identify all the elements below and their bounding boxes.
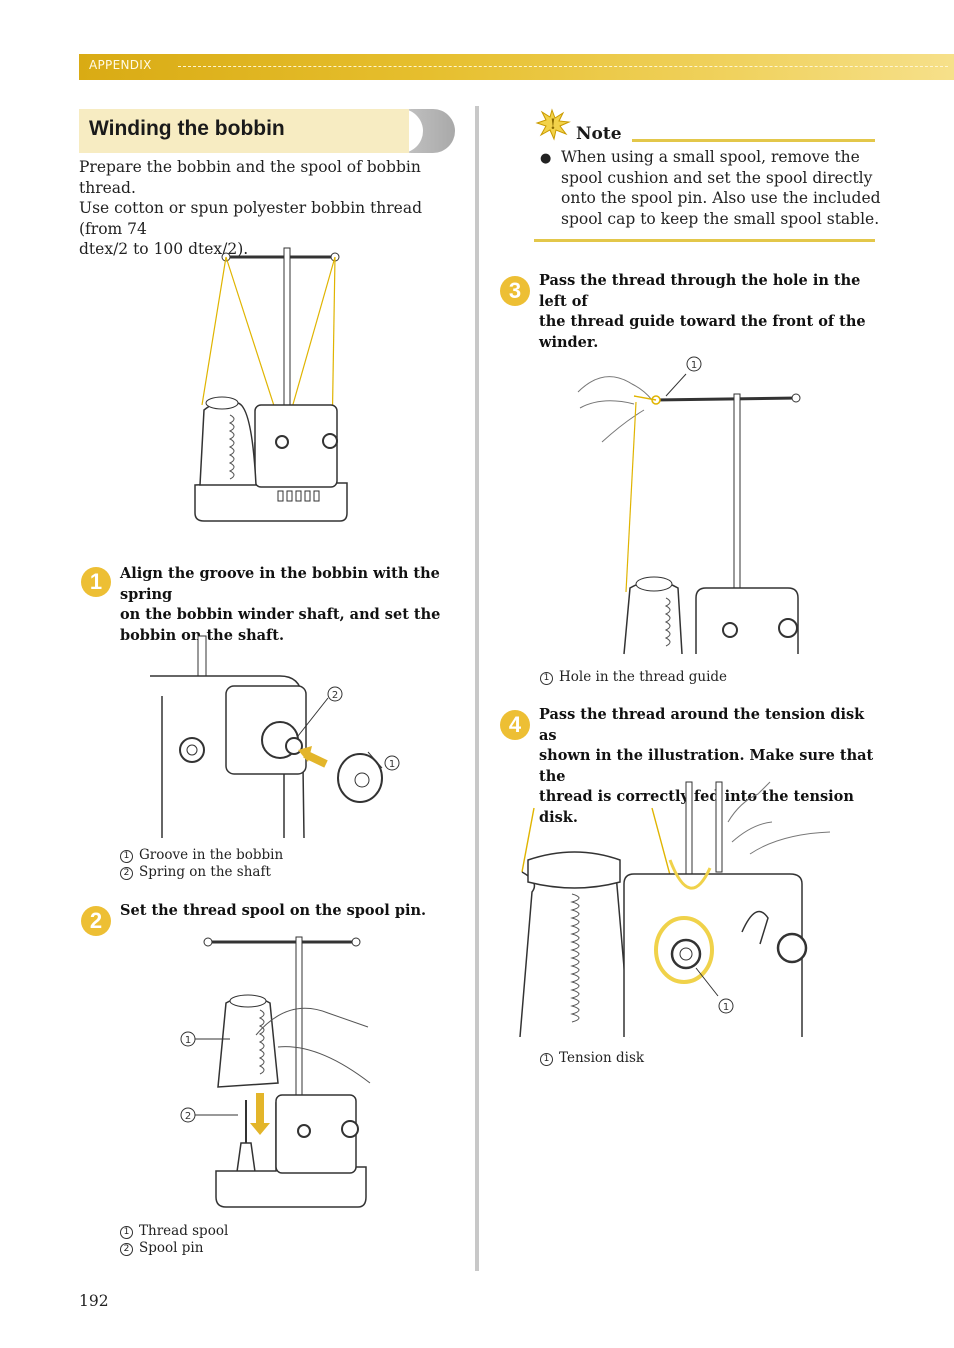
section-heading: Winding the bobbin (79, 109, 455, 153)
header-rule (178, 66, 948, 67)
svg-text:2: 2 (332, 690, 338, 701)
note-text: When using a small spool, remove the spo… (561, 148, 881, 228)
tension-disk-illustration: 1 (519, 781, 831, 1038)
svg-text:2: 2 (185, 1111, 191, 1122)
bobbin-on-shaft-illustration: 2 1 (150, 635, 400, 839)
step-2-number: 2 (81, 906, 111, 936)
column-divider (475, 106, 479, 1271)
spool-on-pin-illustration: 1 2 (180, 936, 371, 1208)
step-4-text: Pass the thread around the tension disk … (539, 706, 874, 826)
step-4-number: 4 (500, 710, 530, 740)
step-3-text: Pass the thread through the hole in the … (539, 272, 866, 351)
thread-guide-illustration: 1 (577, 356, 801, 655)
svg-text:!: ! (550, 117, 556, 133)
svg-text:1: 1 (691, 360, 697, 371)
svg-text:1: 1 (185, 1035, 191, 1046)
step-2-text: Set the thread spool on the spool pin. (120, 902, 427, 919)
svg-text:1: 1 (723, 1002, 729, 1013)
step-1-text: Align the groove in the bobbin with the … (120, 565, 441, 644)
intro-text: Prepare the bobbin and the spool of bobb… (79, 158, 423, 258)
svg-text:1: 1 (389, 759, 395, 770)
note-title: Note (576, 124, 622, 144)
page-number: 192 (79, 1292, 109, 1310)
step-1-number: 1 (81, 567, 111, 597)
section-title: Winding the bobbin (89, 117, 285, 140)
note-rule-top (632, 139, 875, 142)
note-bullet: ● (540, 151, 552, 166)
section-label: APPENDIX (89, 58, 152, 72)
step-3-number: 3 (500, 276, 530, 306)
header-band (79, 54, 954, 80)
bobbin-winder-illustration (194, 247, 348, 522)
note-icon: ! (535, 108, 571, 141)
note-rule-bottom (534, 239, 875, 242)
